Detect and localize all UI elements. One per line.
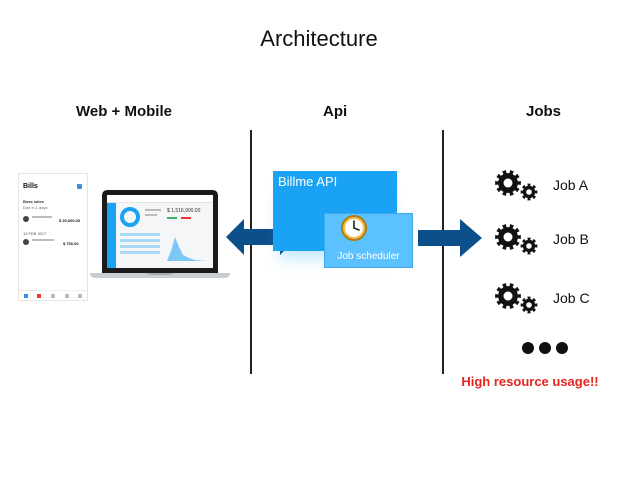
phone-amount-2: $ 750.00	[63, 241, 79, 246]
divider-right	[442, 130, 444, 374]
diagram-title: Architecture	[260, 26, 378, 51]
more-dot	[539, 342, 551, 354]
api-label: Billme API	[278, 174, 338, 189]
phone-amount-1: $ 20,000.00	[59, 218, 81, 223]
right-arrow	[418, 219, 482, 257]
job-a-label: Job A	[553, 177, 589, 193]
donut-chart	[120, 207, 140, 227]
phone-list-title: 19 FEB 2017	[23, 231, 47, 236]
job-scheduler-box	[324, 213, 413, 268]
divider-left	[250, 130, 252, 374]
laptop-screen: $ 1,516,900.00	[107, 195, 213, 268]
gears-icon	[494, 281, 540, 315]
clock-icon	[341, 215, 367, 241]
warning-text: High resource usage!!	[461, 374, 599, 389]
phone-tab-bar	[19, 290, 87, 300]
placeholder-line	[32, 216, 52, 218]
placeholder-line	[32, 239, 54, 241]
job-scheduler-label: Job scheduler	[337, 251, 400, 262]
phone-header: Boss sales	[23, 199, 44, 204]
avatar	[23, 239, 29, 245]
gears-icon	[494, 168, 540, 202]
area-chart-thumb	[167, 237, 207, 261]
laptop-balance: $ 1,516,900.00	[167, 208, 201, 214]
column-header-web: Web + Mobile	[76, 103, 172, 120]
phone-subheader: Due in 1 days	[23, 205, 48, 210]
phone-menu-icon	[77, 184, 82, 189]
more-dot	[522, 342, 534, 354]
column-header-api: Api	[323, 103, 348, 120]
more-dot	[556, 342, 568, 354]
laptop-mockup: $ 1,516,900.00	[90, 190, 230, 290]
job-b-label: Job B	[553, 231, 589, 247]
column-header-jobs: Jobs	[526, 103, 562, 120]
phone-app-name: Bills	[23, 183, 38, 190]
phone-mockup: Bills Boss sales Due in 1 days $ 20,000.…	[18, 173, 88, 301]
job-c-label: Job C	[553, 290, 590, 306]
gears-icon	[494, 222, 540, 256]
avatar	[23, 216, 29, 222]
